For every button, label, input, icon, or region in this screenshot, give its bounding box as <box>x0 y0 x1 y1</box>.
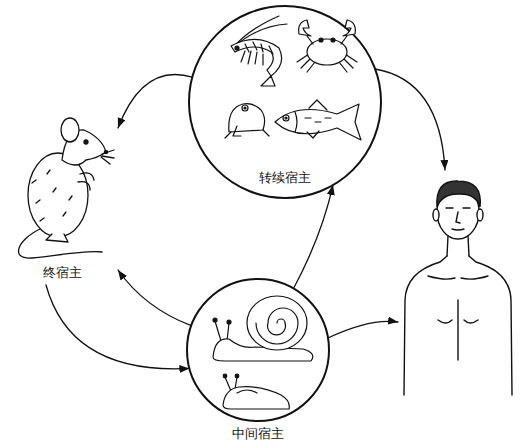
crab-icon <box>297 20 357 72</box>
host-label: 终宿主 <box>41 265 84 281</box>
frog-icon <box>225 104 269 138</box>
rat-illustration <box>6 100 118 285</box>
paratenic-host-node: 转续宿主 <box>187 4 383 200</box>
arrow-to-human <box>375 69 445 170</box>
arrow-to-human <box>328 321 398 338</box>
snail-icon <box>213 296 313 361</box>
shrimp-icon <box>231 16 287 86</box>
cycle-arrow <box>118 75 192 128</box>
cycle-arrow <box>118 270 191 326</box>
cycle-arrow <box>46 285 189 369</box>
definitive-host-node: 终宿主 <box>6 100 118 285</box>
intermediate-host-node: 中间宿主 <box>185 277 331 444</box>
cycle-arrow <box>294 185 334 288</box>
host-label: 中间宿主 <box>230 426 286 442</box>
host-label: 转续宿主 <box>257 170 313 186</box>
fish-icon <box>275 100 361 140</box>
intermediate-host-circle <box>185 277 331 444</box>
human-figure <box>404 181 512 395</box>
slug-icon <box>223 374 289 409</box>
